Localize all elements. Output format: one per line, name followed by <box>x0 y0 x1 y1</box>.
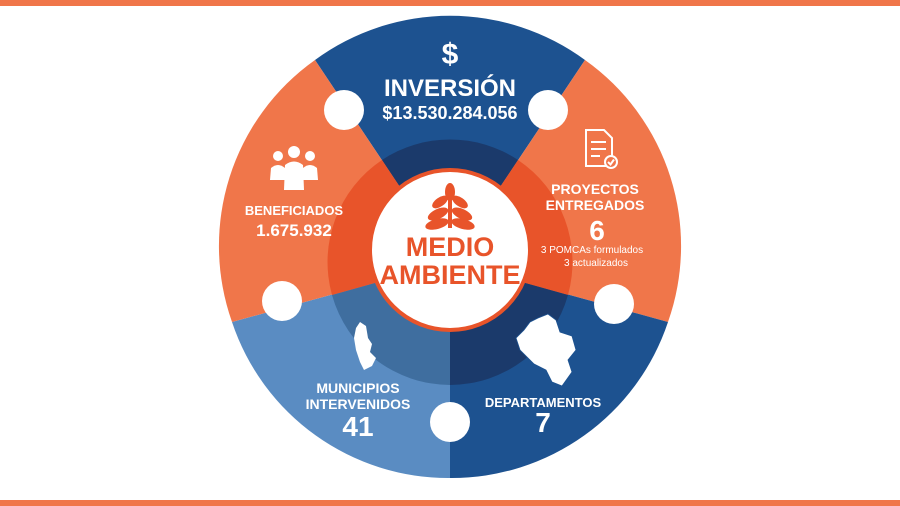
beneficiados-value: 1.675.932 <box>256 221 332 240</box>
center-title-line1: MEDIO <box>406 232 495 262</box>
inversion-title: INVERSIÓN <box>384 74 516 102</box>
connector-knobs <box>262 90 634 442</box>
inversion-value: $13.530.284.056 <box>382 103 517 123</box>
municipios-value: 41 <box>342 411 373 442</box>
dollar-icon: $ <box>442 38 459 71</box>
departamentos-title: DEPARTAMENTOS <box>485 395 602 410</box>
municipios-title-line1: MUNICIPIOS <box>316 380 399 396</box>
bottom-accent-bar <box>0 500 900 506</box>
proyectos-value: 6 <box>589 215 605 246</box>
center-circle <box>368 168 532 332</box>
checklist-document-icon <box>585 129 618 169</box>
beneficiados-title: BENEFICIADOS <box>245 203 344 218</box>
segment-inversion <box>315 15 585 262</box>
municipality-map-icon <box>354 322 376 370</box>
municipios-title-line2: INTERVENIDOS <box>306 396 411 412</box>
proyectos-note-line1: 3 POMCAs formulados <box>541 245 643 256</box>
center-title-line2: AMBIENTE <box>380 260 521 290</box>
colombia-map-icon <box>515 313 577 387</box>
sprout-icon <box>425 183 475 230</box>
proyectos-note-line2: 3 actualizados <box>564 258 628 269</box>
proyectos-title-line1: PROYECTOS <box>551 181 639 197</box>
departamentos-value: 7 <box>535 407 551 438</box>
proyectos-title-line2: ENTREGADOS <box>546 197 645 213</box>
top-accent-bar <box>0 0 900 6</box>
people-group-icon <box>270 146 318 190</box>
